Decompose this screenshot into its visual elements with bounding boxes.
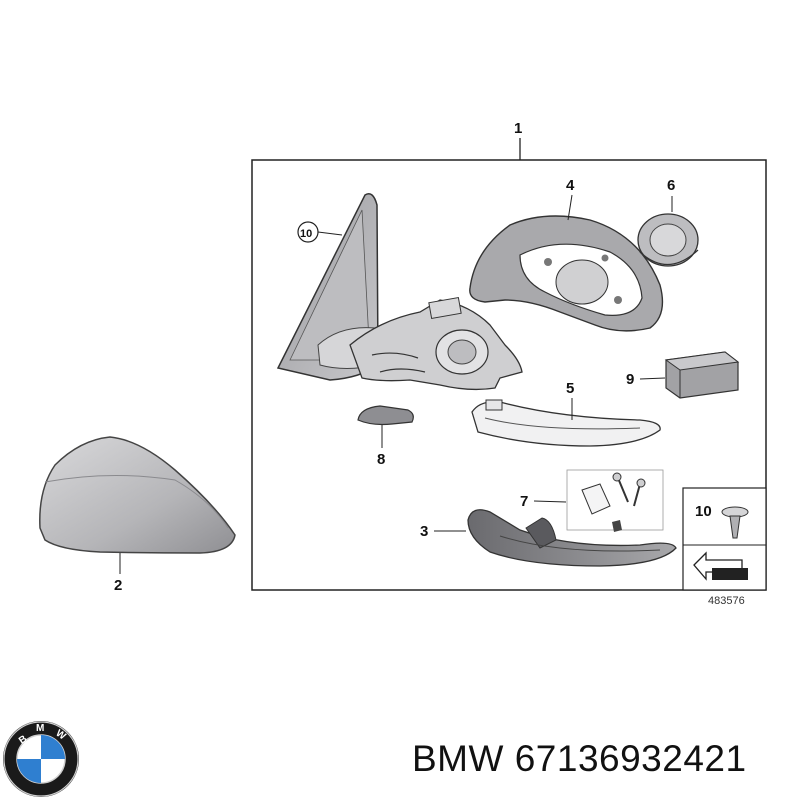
part-number: 67136932421 (514, 738, 747, 779)
callout-4: 4 (566, 177, 575, 194)
lower-trim-part (467, 509, 677, 567)
screws-part (581, 472, 646, 532)
part-number-label: BMW 67136932421 (412, 738, 747, 780)
arrow-symbol-icon (693, 551, 748, 581)
bmw-logo: B M W (3, 721, 79, 797)
mirror-cap-edge (44, 474, 229, 529)
leader-4 (567, 194, 573, 221)
callout-2: 2 (114, 577, 122, 594)
callout-7: 7 (520, 493, 528, 510)
screw-icon (721, 506, 749, 539)
callout-9: 9 (626, 371, 634, 388)
reference-number: 483576 (708, 595, 745, 607)
small-cover-part (357, 405, 414, 426)
callout-8: 8 (377, 451, 385, 468)
assembly-frame (251, 159, 767, 591)
callout-5: 5 (566, 380, 574, 397)
leader-10 (317, 231, 343, 236)
control-unit-part (664, 351, 740, 399)
callout-10: 10 (300, 228, 312, 240)
mirror-base-assembly (349, 296, 523, 391)
leader-9 (639, 377, 666, 380)
callout-3: 3 (420, 523, 428, 540)
svg-text:M: M (36, 723, 44, 734)
mirror-motor-part (637, 213, 699, 267)
turn-signal-part (471, 399, 661, 447)
callout-1: 1 (514, 120, 522, 137)
mirror-housing-frame-part (469, 215, 664, 332)
brand-name: BMW (412, 738, 504, 779)
inset-callout-10: 10 (695, 503, 712, 520)
callout-6: 6 (667, 177, 675, 194)
leader-7 (533, 500, 567, 503)
mirror-cap-part (39, 436, 236, 554)
